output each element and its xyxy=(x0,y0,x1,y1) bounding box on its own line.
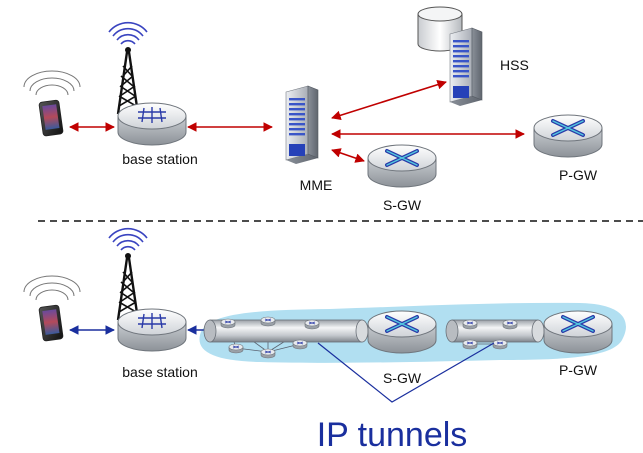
tunnel-pipe-right xyxy=(445,319,545,343)
pgw-label: P-GW xyxy=(559,167,598,183)
tunnel-pipe-left xyxy=(203,319,369,343)
mini-router-icon xyxy=(292,339,308,350)
mini-router-icon xyxy=(260,316,276,327)
bottom-data-plane: base station S-GW P-GW IP tunnels xyxy=(23,227,626,453)
control-arrows xyxy=(69,80,525,163)
mme-server-icon xyxy=(285,85,319,165)
tunnel-callout-lines xyxy=(317,342,495,403)
cell-tower-icon xyxy=(107,227,149,322)
mini-router-icon xyxy=(260,348,276,359)
sgw-router-icon xyxy=(367,144,437,188)
hss-server-icon xyxy=(449,27,483,107)
hss-label: HSS xyxy=(500,57,529,73)
sgw-label: S-GW xyxy=(383,197,422,213)
mini-router-icon xyxy=(304,319,320,330)
mini-router-icon xyxy=(462,339,478,350)
sgw-label: S-GW xyxy=(383,370,422,386)
pgw-router-icon xyxy=(543,310,613,354)
base-station-label: base station xyxy=(122,151,198,167)
mini-router-icon xyxy=(502,319,518,330)
arrow-mme-sgw xyxy=(331,148,365,163)
top-control-plane: base station MME HSS S-GW P-GW xyxy=(23,6,603,213)
base-station-label: base station xyxy=(122,364,198,380)
base-station-icon xyxy=(118,309,186,351)
sgw-router-icon xyxy=(367,310,437,354)
arrow-mme-hss xyxy=(331,80,447,120)
cell-tower-icon xyxy=(107,21,149,116)
mini-router-icon xyxy=(462,319,478,330)
mini-router-icon xyxy=(220,318,236,329)
phone-icon xyxy=(23,275,81,342)
pgw-label: P-GW xyxy=(559,362,598,378)
pgw-router-icon xyxy=(533,114,603,158)
base-station-icon xyxy=(118,103,186,145)
mini-router-icon xyxy=(228,343,244,354)
mini-router-icon xyxy=(492,339,508,350)
mme-label: MME xyxy=(300,177,333,193)
ip-tunnels-caption: IP tunnels xyxy=(317,416,468,453)
